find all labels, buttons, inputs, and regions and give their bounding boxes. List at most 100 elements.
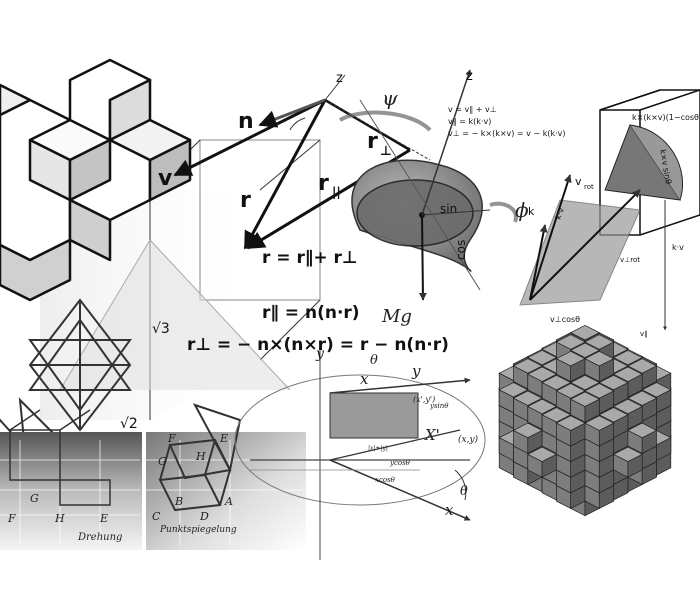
caption-punktspiegelung: Punktspiegelung bbox=[159, 525, 237, 535]
voxel-face bbox=[584, 383, 615, 399]
vector-r-label: r bbox=[240, 188, 251, 213]
voxel-face bbox=[627, 422, 658, 439]
voxel-face bbox=[612, 398, 643, 415]
voxel-face bbox=[512, 358, 543, 374]
voxel-face bbox=[612, 366, 643, 382]
mg-label: Mg bbox=[381, 306, 412, 327]
voxel-sphere bbox=[498, 324, 672, 517]
coord-x-bottom-label: X bbox=[371, 387, 373, 389]
ysin-label: ysinθ bbox=[429, 402, 449, 410]
axis-z-2: z bbox=[466, 69, 473, 84]
coordinate-rotation-diagram: x y θ X' (x',y') (x,y) ysinθ xcosθ ycosθ… bbox=[234, 346, 486, 560]
vector-r-perp-label: r bbox=[367, 129, 378, 154]
theta-label-1: θ bbox=[370, 353, 378, 368]
vrot-label: v bbox=[575, 175, 582, 188]
voxel-face bbox=[555, 415, 586, 431]
vector-r-par-label: r bbox=[318, 171, 329, 196]
panel-drehung: F G H E Drehung bbox=[0, 409, 142, 550]
voxel-face bbox=[498, 382, 529, 398]
voxel-face bbox=[555, 350, 586, 367]
spin-cos-label: cos bbox=[454, 240, 468, 260]
formula-line-3: v⊥ = − k×(k×v) = v − k(k·v) bbox=[448, 129, 565, 138]
label-c: C bbox=[152, 510, 161, 523]
label-e-left: E bbox=[99, 512, 108, 525]
theta-label-2: θ bbox=[460, 484, 468, 499]
xy-prime-label: (x',y') bbox=[413, 395, 435, 404]
spin-sin-label: sin bbox=[440, 202, 457, 216]
voxel-face bbox=[541, 374, 572, 391]
voxel-face bbox=[541, 407, 572, 423]
equation-3: r⊥ = − n×(n×r) = r − n(n·r) bbox=[187, 335, 449, 355]
panel-punktspiegelung: C B A D E F H G Punktspiegelung bbox=[146, 403, 306, 550]
voxel-face bbox=[627, 358, 658, 374]
voxel-face bbox=[527, 446, 558, 462]
equation-2: r∥ = n(n·r) bbox=[262, 303, 360, 323]
cube-formula: k×(k×v)(1−cosθ) bbox=[632, 113, 700, 122]
xy-label: (x,y) bbox=[458, 434, 479, 445]
voxel-face bbox=[612, 349, 643, 366]
sqrt3-label: √3 bbox=[152, 321, 170, 337]
voxel-face bbox=[569, 324, 601, 341]
voxel-face bbox=[569, 374, 601, 391]
label-e-right: E bbox=[219, 432, 228, 445]
label-d: D bbox=[199, 510, 209, 523]
cross-block-3d bbox=[0, 58, 192, 302]
vector-n-label: n bbox=[238, 109, 254, 134]
formula-line-1: v = v∥ + v⊥ bbox=[448, 105, 497, 114]
coord-x2-label: x bbox=[445, 501, 454, 519]
voxel-face bbox=[512, 390, 543, 406]
spinning-top: ψ ϕ sin cos z Mg bbox=[338, 69, 529, 327]
label-h-left: H bbox=[54, 512, 65, 525]
rodrigues-formulas: v = v∥ + v⊥ v∥ = k(k·v) v⊥ = − k×(k×v) =… bbox=[448, 105, 565, 138]
voxel-face bbox=[527, 398, 558, 415]
equation-block: r = r∥+ r⊥ r∥ = n(n·r) r⊥ = − n×(n×r) = … bbox=[120, 248, 449, 432]
coord-y-axis-label: y bbox=[315, 346, 325, 362]
voxel-face bbox=[555, 334, 586, 350]
phi-label: ϕ bbox=[515, 198, 529, 222]
vcos-label: v⊥cosθ bbox=[550, 315, 580, 324]
voxel-face bbox=[569, 391, 601, 407]
vector-r-par-sub: || bbox=[332, 185, 341, 199]
label-f-left: F bbox=[7, 512, 16, 525]
voxel-face bbox=[598, 374, 629, 391]
voxel-face bbox=[598, 407, 629, 423]
voxel-face bbox=[641, 382, 672, 398]
label-b: B bbox=[174, 495, 183, 508]
psi-label: ψ bbox=[382, 86, 398, 110]
label-g-right: G bbox=[158, 455, 167, 468]
kv2-label: k·v bbox=[672, 243, 684, 252]
voxel-face bbox=[584, 334, 615, 350]
voxel-face bbox=[555, 383, 586, 399]
label-h-right: H bbox=[195, 450, 206, 463]
voxel-face bbox=[612, 446, 643, 462]
vector-decomposition: n v r r || r ⊥ z bbox=[158, 71, 431, 250]
kv-label: k·v bbox=[553, 206, 566, 221]
coord-x-label: x bbox=[360, 370, 369, 388]
vrot-sub: rot bbox=[584, 183, 594, 191]
vperp-rot-label: v⊥rot bbox=[620, 256, 640, 264]
formula-line-2: v∥ = k(k·v) bbox=[448, 117, 491, 126]
coord-y-label: y bbox=[411, 362, 421, 380]
vector-v-label: v bbox=[158, 166, 173, 191]
ycos-label: ycosθ bbox=[389, 459, 411, 467]
label-a: A bbox=[224, 495, 233, 508]
voxel-face bbox=[569, 342, 601, 358]
sqrt2-label: √2 bbox=[120, 416, 138, 432]
caption-drehung: Drehung bbox=[77, 532, 122, 543]
label-f-right: F bbox=[167, 432, 176, 445]
label-g-left: G bbox=[30, 492, 39, 505]
vpar-label: v∥ bbox=[640, 330, 648, 338]
abs-label: |x|+|y| bbox=[368, 445, 388, 452]
voxel-face bbox=[627, 390, 658, 406]
x-prime-label: X' bbox=[424, 426, 440, 444]
xcos-label: xcosθ bbox=[375, 476, 396, 484]
k-label: k bbox=[528, 205, 535, 218]
voxel-face bbox=[527, 366, 558, 382]
axis-z-1: z bbox=[336, 71, 343, 86]
equation-1: r = r∥+ r⊥ bbox=[262, 248, 357, 268]
voxel-face bbox=[512, 422, 543, 439]
vector-r-perp-sub: ⊥ bbox=[380, 144, 392, 159]
voxel-face bbox=[527, 349, 558, 366]
